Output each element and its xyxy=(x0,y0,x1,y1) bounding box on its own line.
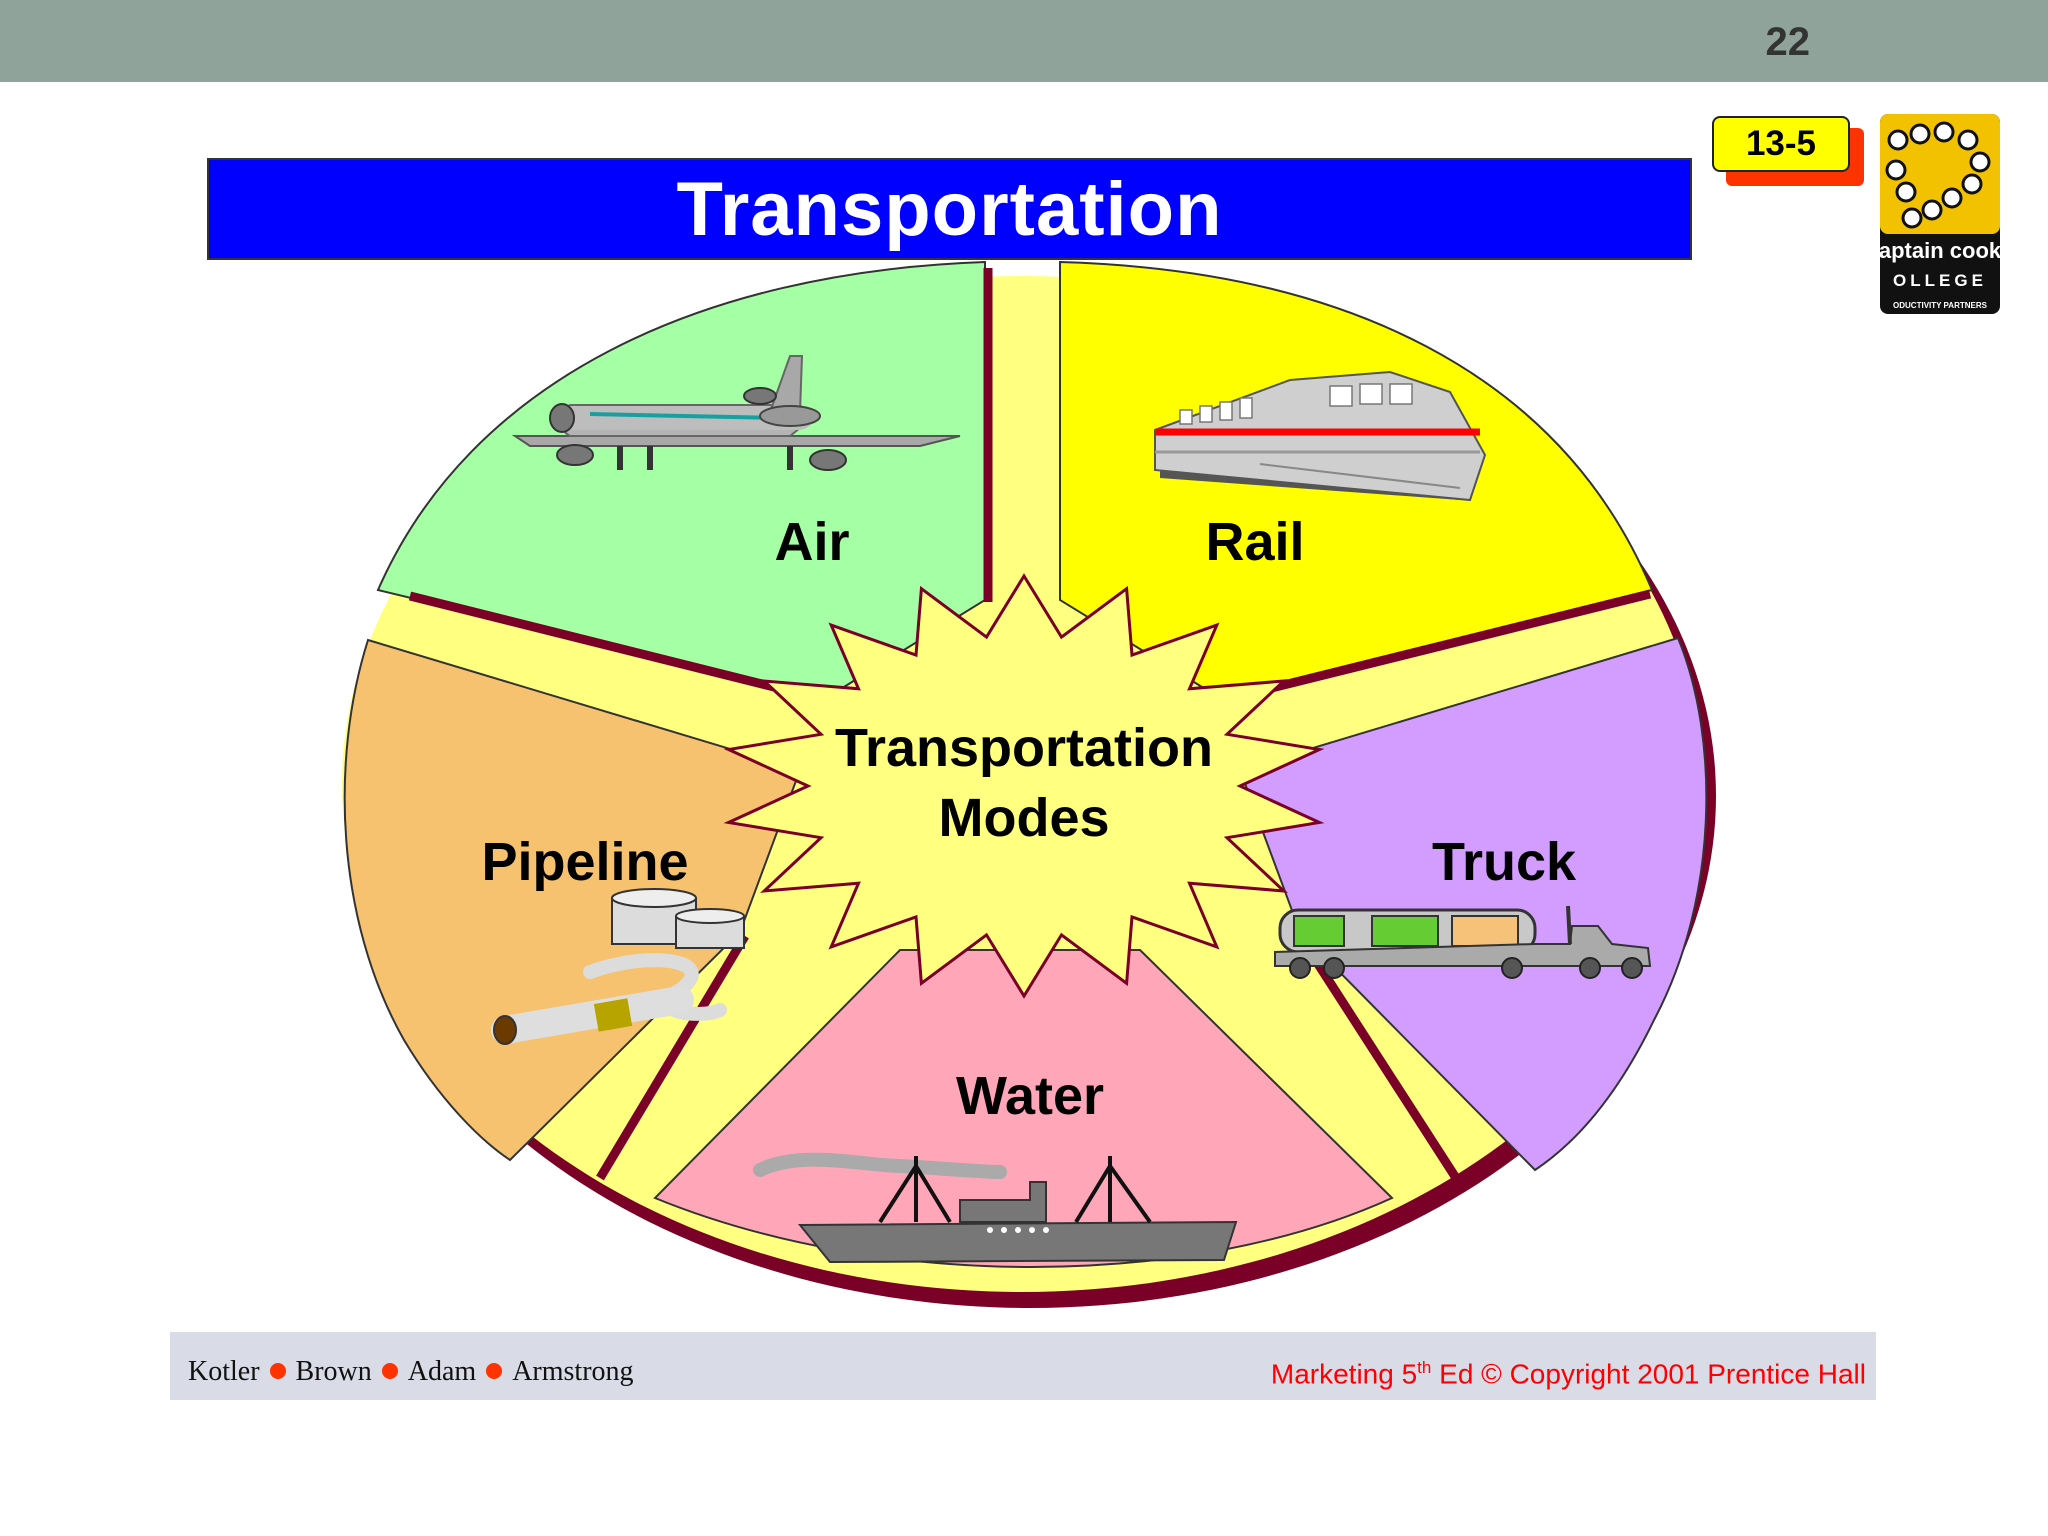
title-bar: Transportation xyxy=(207,158,1692,260)
center-starburst xyxy=(723,573,1325,999)
pipeline-icon xyxy=(491,888,745,1045)
bullet-icon xyxy=(381,1363,398,1379)
airplane-icon xyxy=(511,355,961,471)
copyright-sup: th xyxy=(1417,1358,1432,1377)
slide-title: Transportation xyxy=(676,167,1223,252)
logo-chain-icon xyxy=(1885,121,1991,229)
bullet-icon xyxy=(269,1363,286,1379)
segment-truck xyxy=(1238,636,1708,1172)
label-truck: Truck xyxy=(1432,832,1577,892)
page-number: 22 xyxy=(1765,20,1811,64)
author-name: Armstrong xyxy=(512,1356,634,1387)
top-bar xyxy=(0,0,2048,82)
copyright-suffix: Ed © Copyright 2001 Prentice Hall xyxy=(1431,1358,1866,1390)
copyright-prefix: Marketing 5 xyxy=(1270,1358,1418,1390)
author-name: Brown xyxy=(295,1356,372,1387)
logo-tagline: ODUCTIVITY PARTNERS xyxy=(1893,301,1988,310)
author-name: Kotler xyxy=(188,1356,260,1387)
center-title-line2: Modes xyxy=(938,788,1109,848)
footer-copyright: Marketing 5th Ed © Copyright 2001 Prenti… xyxy=(1271,1358,1866,1390)
segment-pipeline xyxy=(343,638,802,1162)
label-water: Water xyxy=(956,1066,1104,1126)
center-title-line1: Transportation xyxy=(835,718,1213,778)
segment-water xyxy=(653,949,1394,1268)
ship-icon xyxy=(753,1152,1238,1264)
logo-brand: aptain cook xyxy=(1879,238,2002,263)
label-pipeline: Pipeline xyxy=(481,832,688,892)
footer-authors: Kotler Brown Adam Armstrong xyxy=(188,1356,634,1388)
logo-sub: OLLEGE xyxy=(1893,271,1987,290)
label-air: Air xyxy=(774,512,849,572)
segment-air xyxy=(376,260,986,700)
college-logo: aptain cook OLLEGE ODUCTIVITY PARTNERS xyxy=(1879,114,2002,314)
author-name: Adam xyxy=(407,1356,477,1387)
segment-dividers xyxy=(408,268,1652,1181)
slide-code-badge: 13-5 xyxy=(1712,116,1850,172)
label-rail: Rail xyxy=(1205,512,1304,572)
train-icon xyxy=(1154,370,1487,502)
bullet-icon xyxy=(486,1363,503,1379)
truck-icon xyxy=(1274,905,1652,979)
footer-bar: Kotler Brown Adam Armstrong Marketing 5th E… xyxy=(170,1332,1876,1400)
